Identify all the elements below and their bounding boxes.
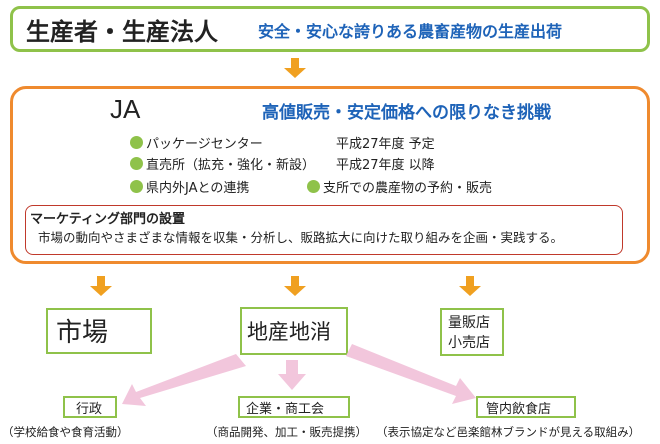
bullet-icon <box>307 180 320 193</box>
bullet-icon <box>130 157 143 170</box>
arrow-stem-local <box>291 276 299 286</box>
government-note: （学校給食や食育活動） <box>2 425 129 439</box>
marketing-description: 市場の動向やさまざまな情報を収集・分析し、販路拡大に向けた取り組みを企画・実践す… <box>38 230 564 245</box>
pink-arrow-down-icon <box>278 360 306 390</box>
restaurant-box <box>476 396 576 418</box>
enterprise-note: （商品開発、加工・販売提携） <box>206 425 367 439</box>
arrow-stem-mass <box>466 276 474 286</box>
producer-slogan: 安全・安心な誇りある農畜産物の生産出荷 <box>258 22 563 41</box>
local-consumption-box <box>240 307 348 355</box>
arrow-stem-market <box>97 276 105 286</box>
arrow-down-icon <box>90 286 112 296</box>
mass-retailer-label: 量販店 <box>448 315 490 331</box>
arrow-down-icon <box>459 286 481 296</box>
bullet-icon <box>130 180 143 193</box>
ja-item-direct-store: 直売所（拡充・強化・新設） <box>146 158 316 173</box>
ja-item-package-center: パッケージセンター <box>146 137 263 152</box>
ja-title: JA <box>110 94 141 124</box>
arrow-down-icon <box>284 68 306 78</box>
arrow-stem-top <box>291 58 299 68</box>
market-box <box>46 308 152 354</box>
pink-arrow-left-icon <box>122 354 246 406</box>
ja-item-branch-sales: 支所での農産物の予約・販売 <box>323 181 493 196</box>
arrow-down-icon <box>284 286 306 296</box>
enterprise-label: 企業・商工会 <box>246 402 325 417</box>
restaurant-note: （表示協定など邑楽館林ブランドが見える取組み） <box>376 425 641 439</box>
government-label: 行政 <box>76 402 103 417</box>
pink-arrow-right-icon <box>346 344 476 404</box>
local-consumption-label: 地産地消 <box>247 320 331 344</box>
ja-item-package-center-note: 平成27年度 予定 <box>336 137 435 152</box>
producer-box <box>10 6 650 52</box>
bullet-icon <box>130 136 143 149</box>
enterprise-box <box>238 396 350 418</box>
marketing-box <box>25 205 623 255</box>
restaurant-label: 管内飲食店 <box>486 402 552 417</box>
government-box <box>63 396 117 418</box>
retail-store-label: 小売店 <box>448 335 490 351</box>
market-label: 市場 <box>56 318 109 348</box>
producer-title: 生産者・生産法人 <box>26 18 218 46</box>
ja-slogan: 高値販売・安定価格への限りなき挑戦 <box>262 103 551 123</box>
ja-item-direct-store-note: 平成27年度 以降 <box>336 158 435 173</box>
marketing-title: マーケティング部門の設置 <box>30 212 185 227</box>
ja-item-cooperation: 県内外JAとの連携 <box>146 181 250 196</box>
mass-retailer-box <box>440 308 504 356</box>
